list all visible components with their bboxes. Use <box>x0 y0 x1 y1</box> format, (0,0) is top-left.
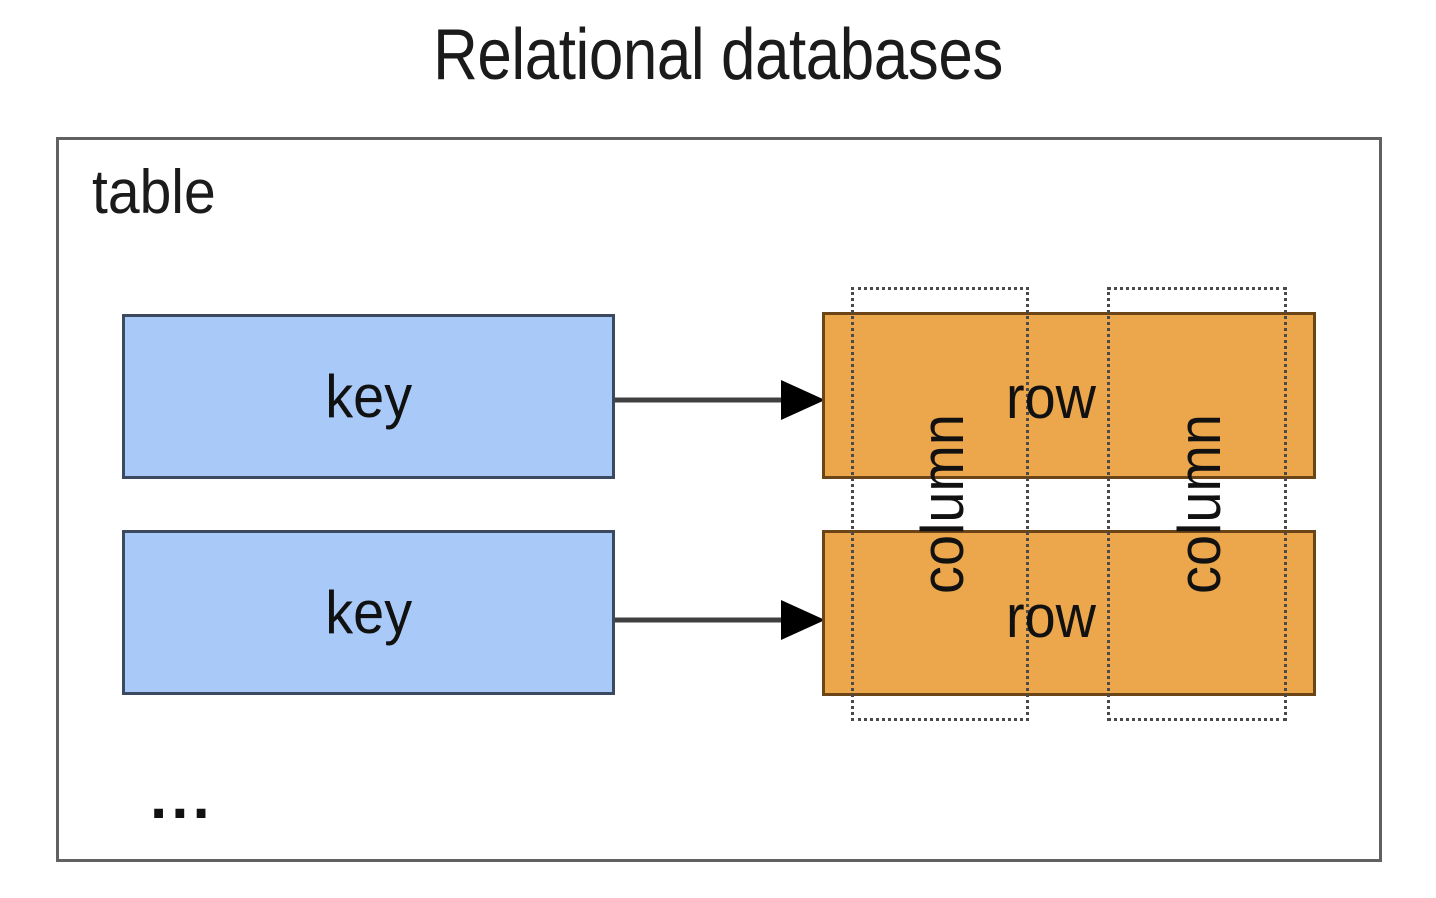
more-rows-ellipsis: ... <box>150 763 214 832</box>
column-label-2: column <box>1166 414 1233 594</box>
row-box-1[interactable] <box>822 312 1316 479</box>
table-label: table <box>92 158 216 227</box>
key-label-2: key <box>325 578 412 646</box>
key-box-2[interactable]: key <box>122 530 615 695</box>
row-label-2: row <box>1006 583 1096 650</box>
row-label-1: row <box>1006 364 1096 431</box>
table-frame <box>56 137 1382 862</box>
key-to-row-arrow-1 <box>615 380 825 420</box>
key-box-1[interactable]: key <box>122 314 615 479</box>
diagram-title: Relational databases <box>433 15 1003 95</box>
row-box-2[interactable] <box>822 530 1316 696</box>
key-label-1: key <box>325 362 412 430</box>
column-label-1: column <box>909 414 976 594</box>
key-to-row-arrow-2 <box>615 600 825 640</box>
